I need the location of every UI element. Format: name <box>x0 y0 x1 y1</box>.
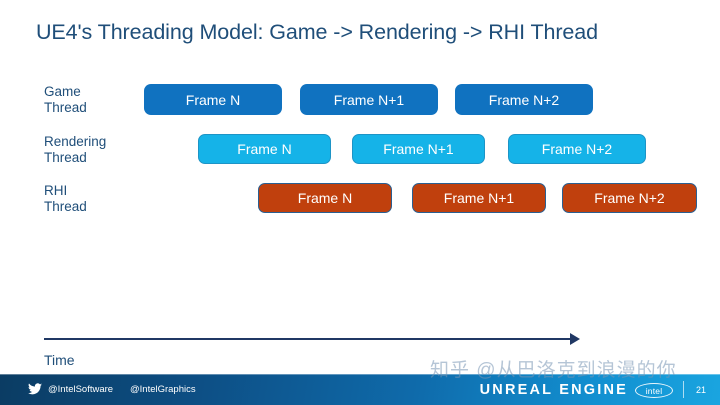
intel-logo: intel <box>635 383 673 398</box>
twitter-bird-icon <box>28 383 42 395</box>
row-label-game-thread: Game Thread <box>44 84 154 116</box>
time-axis-line <box>44 338 576 340</box>
frame-bar-rhi-0: Frame N <box>258 183 392 213</box>
row-label-rendering-line2: Thread <box>44 150 87 165</box>
frame-bar-rhi-1: Frame N+1 <box>412 183 546 213</box>
unreal-engine-logo: UNREAL ENGINE <box>479 382 628 398</box>
slide-footer: @IntelSoftware @IntelGraphics UNREAL ENG… <box>0 374 720 405</box>
arrow-right-icon <box>570 333 580 345</box>
time-axis-label: Time <box>44 352 75 368</box>
page-title: UE4's Threading Model: Game -> Rendering… <box>36 20 598 44</box>
twitter-handle-intelgraphics[interactable]: @IntelGraphics <box>130 384 196 395</box>
row-label-rendering-thread: Rendering Thread <box>44 134 154 166</box>
frame-bar-game-1: Frame N+1 <box>300 84 438 115</box>
row-label-rendering-line1: Rendering <box>44 134 107 149</box>
row-label-rhi-thread: RHI Thread <box>44 183 154 215</box>
row-label-rhi-line1: RHI <box>44 183 68 198</box>
frame-bar-rendering-1: Frame N+1 <box>352 134 485 164</box>
footer-vertical-divider <box>683 381 684 398</box>
frame-bar-game-2: Frame N+2 <box>455 84 593 115</box>
frame-bar-rhi-2: Frame N+2 <box>562 183 697 213</box>
row-label-game-line2: Thread <box>44 100 87 115</box>
page-number: 21 <box>695 385 706 395</box>
footer-top-divider <box>0 374 720 375</box>
twitter-handle-intelsoftware[interactable]: @IntelSoftware <box>48 384 114 395</box>
row-label-game-line1: Game <box>44 84 81 99</box>
frame-bar-rendering-2: Frame N+2 <box>508 134 646 164</box>
frame-bar-rendering-0: Frame N <box>198 134 331 164</box>
row-label-rhi-line2: Thread <box>44 199 87 214</box>
frame-bar-game-0: Frame N <box>144 84 282 115</box>
